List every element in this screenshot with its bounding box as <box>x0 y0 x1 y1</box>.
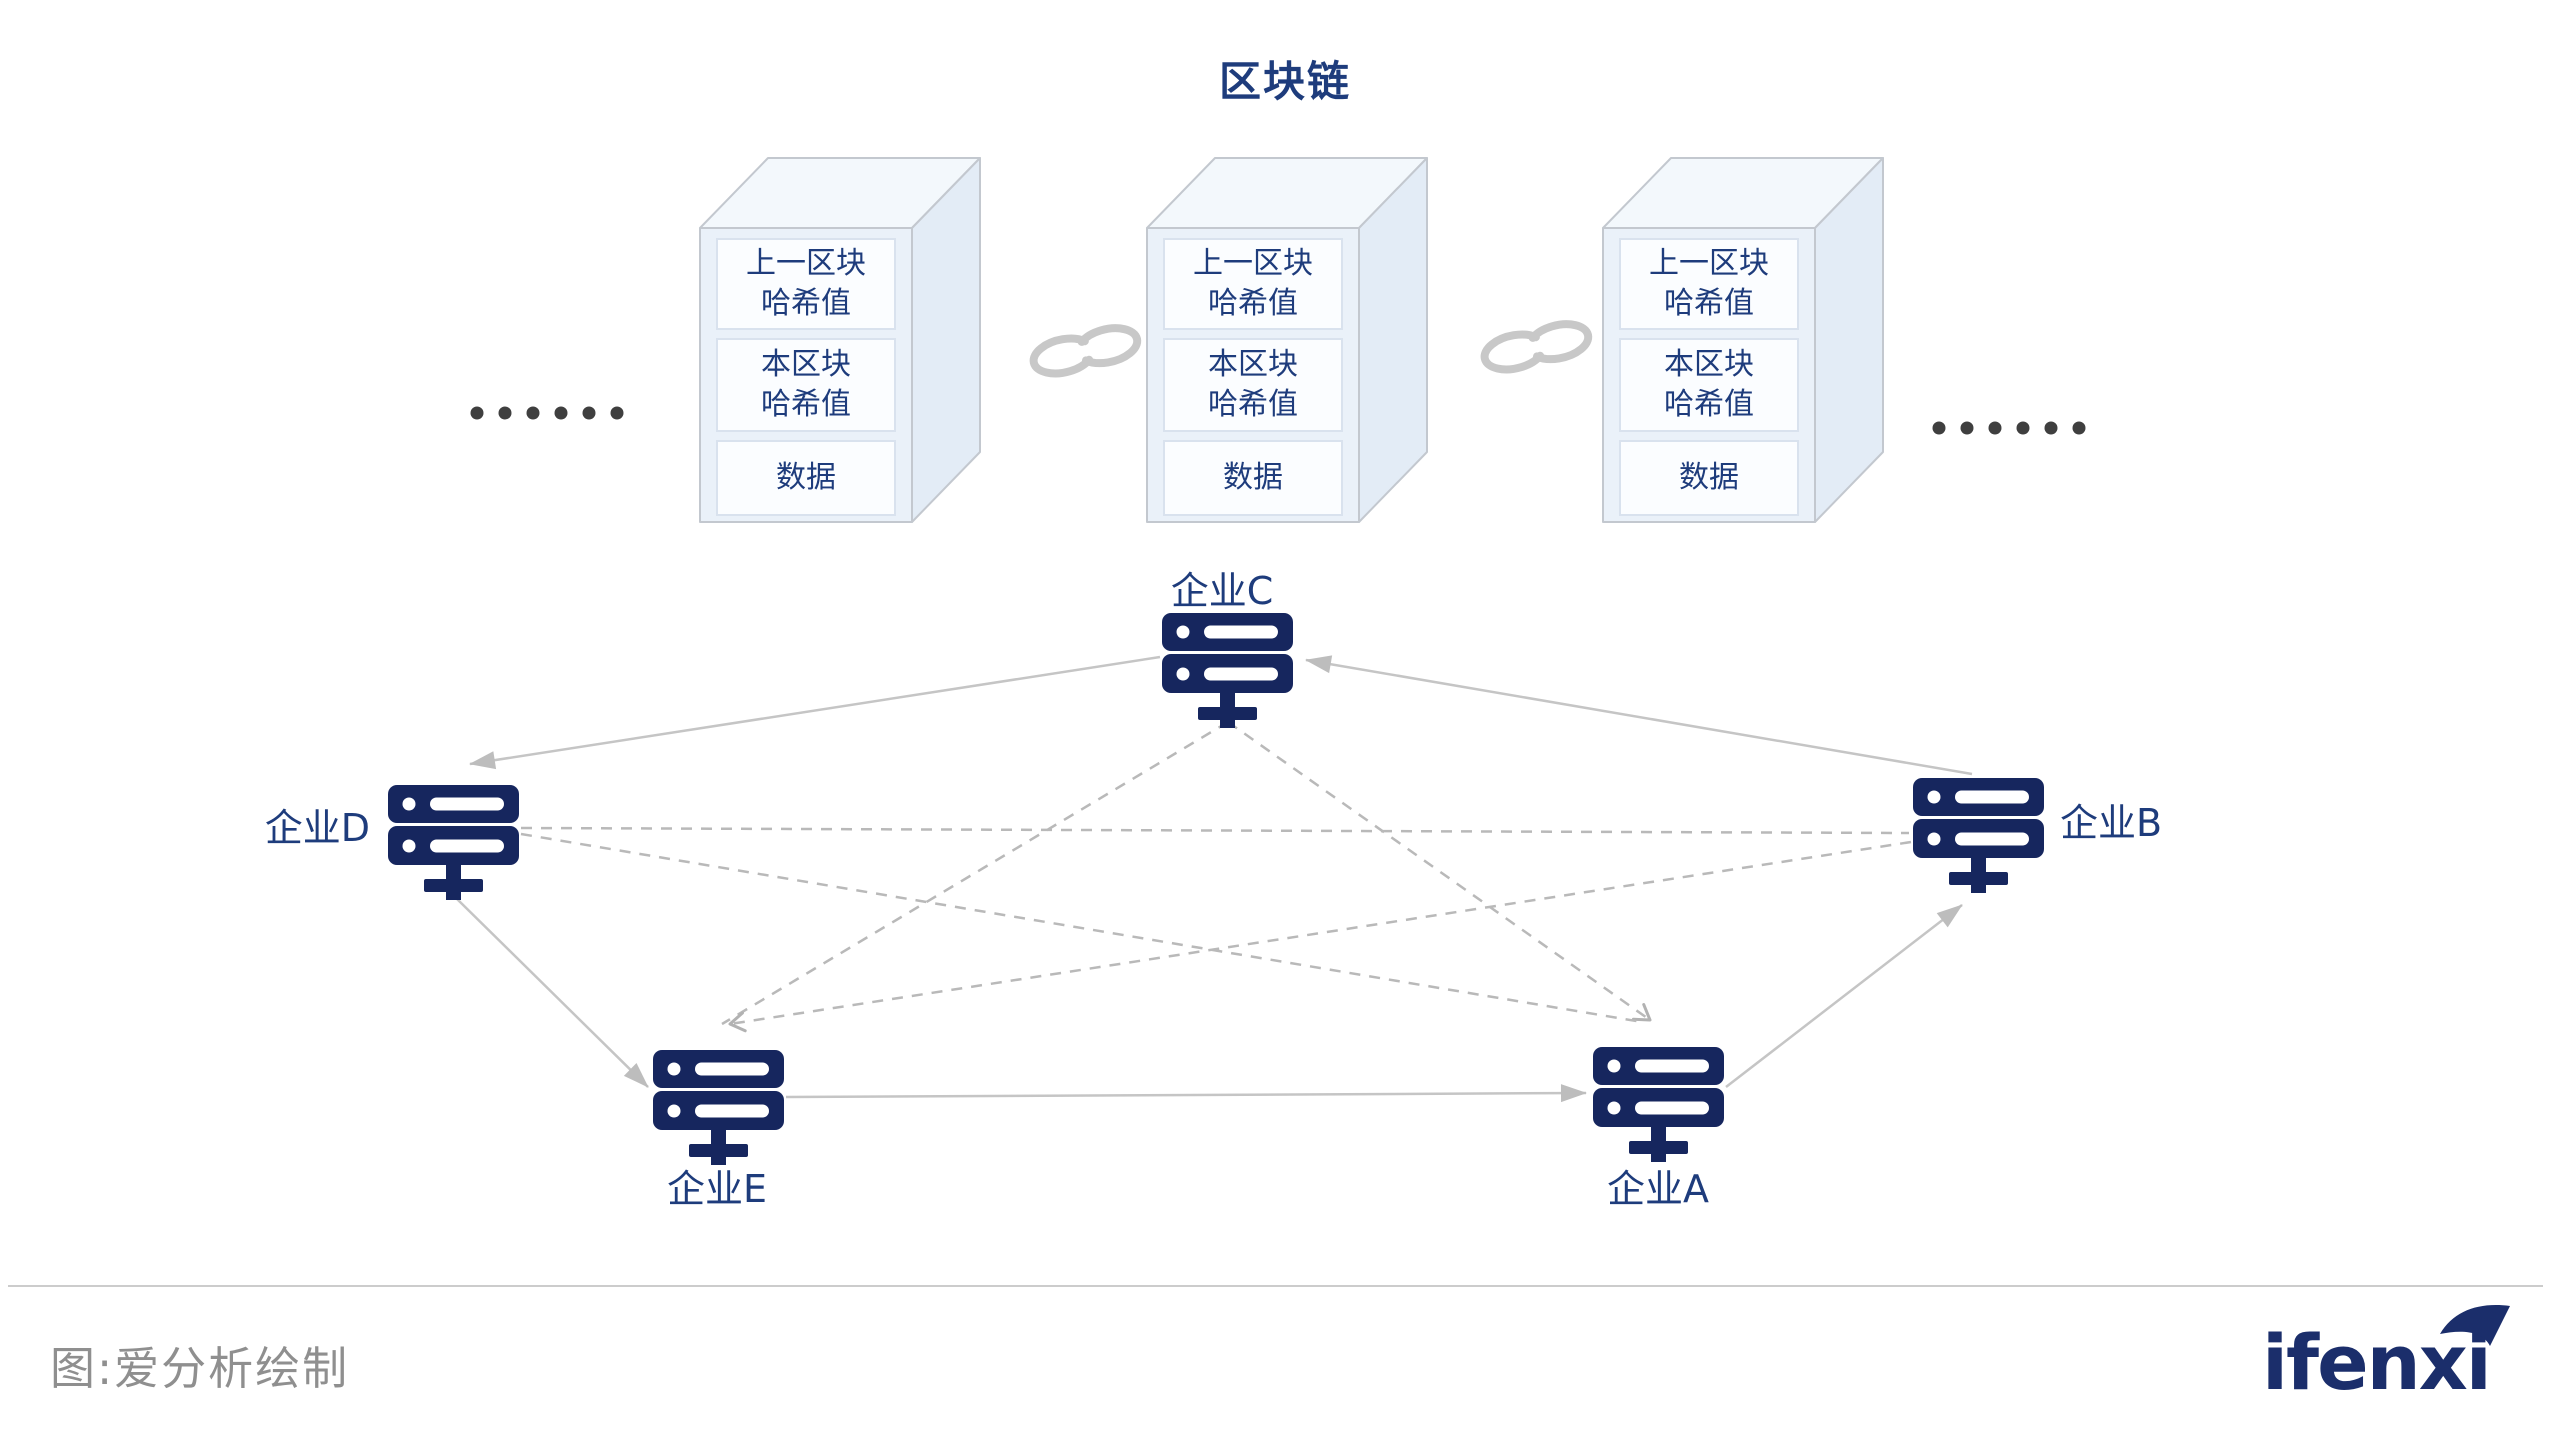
edge-e-to-a <box>785 1084 1587 1103</box>
edge-d-to-b-dashed <box>520 826 1910 835</box>
edge-d-to-e <box>454 896 649 1088</box>
block-2-row-prev-hash: 上一区块 哈希值 <box>1163 238 1343 330</box>
server-icon-e <box>653 1050 784 1165</box>
figure-caption: 图:爱分析绘制 <box>50 1342 350 1395</box>
block-3-row-this-hash: 本区块 哈希值 <box>1619 338 1799 432</box>
page-title: 区块链 <box>1218 57 1351 106</box>
edge-c-to-d <box>469 655 1161 770</box>
block-2-row-data: 数据 <box>1163 440 1343 516</box>
node-label-c: 企业C <box>1170 569 1274 613</box>
block-2-row-this-hash: 本区块 哈希值 <box>1163 338 1343 432</box>
edge-d-to-a-dashed <box>520 832 1643 1024</box>
block-3-row-data: 数据 <box>1619 440 1799 516</box>
edge-c-to-a-dashed <box>1227 720 1652 1022</box>
node-label-e: 企业E <box>666 1167 767 1211</box>
logo-text: ifenxi <box>2262 1318 2492 1407</box>
server-icon-c <box>1162 613 1293 728</box>
node-label-d: 企业D <box>264 806 370 850</box>
block-3-row-prev-hash: 上一区块 哈希值 <box>1619 238 1799 330</box>
block-1-row-data: 数据 <box>716 440 896 516</box>
server-icon-d <box>388 785 519 900</box>
node-label-b: 企业B <box>2060 801 2163 845</box>
edge-c-to-e-dashed <box>721 720 1229 1026</box>
chain-link-icon <box>1481 319 1592 375</box>
server-icon-a <box>1593 1047 1724 1162</box>
edge-b-to-c <box>1305 655 1973 776</box>
edge-a-to-b <box>1725 904 1963 1088</box>
chain-link-icon <box>1030 323 1141 379</box>
footer-divider <box>8 1285 2543 1287</box>
server-icon-b <box>1913 778 2044 893</box>
block-1-row-this-hash: 本区块 哈希值 <box>716 338 896 432</box>
network-solid-edges <box>454 655 1973 1103</box>
swoosh-arrow-icon <box>2440 1305 2510 1346</box>
block-1-row-prev-hash: 上一区块 哈希值 <box>716 238 896 330</box>
ellipsis-dots-icon-left <box>470 406 624 420</box>
network-dashed-edges <box>520 720 1912 1033</box>
edge-b-to-e-dashed <box>728 840 1912 1033</box>
node-label-a: 企业A <box>1607 1167 1709 1211</box>
ellipsis-dots-icon-right <box>1932 421 2086 435</box>
